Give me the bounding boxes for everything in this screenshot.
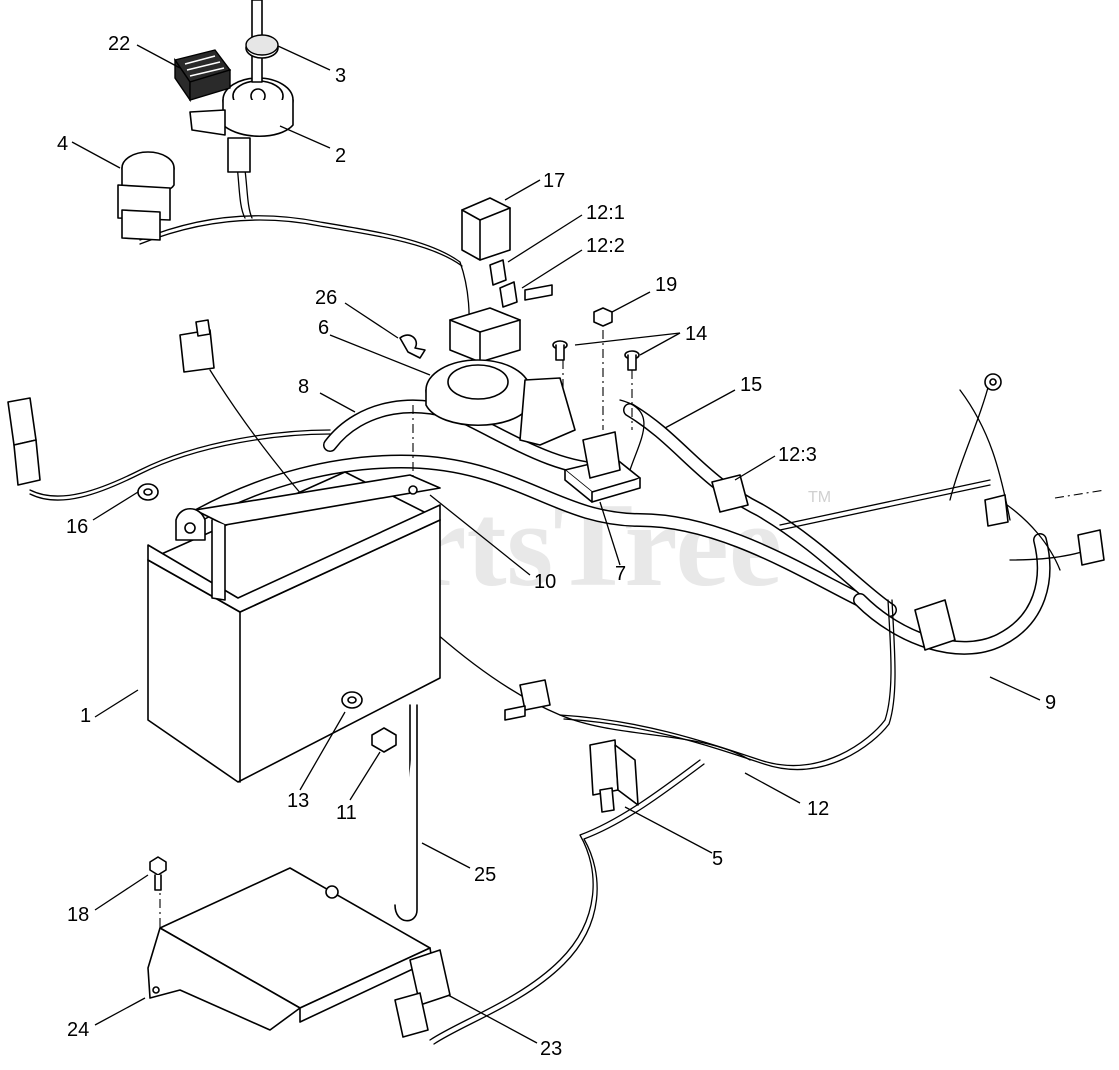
- callout-5: 5: [712, 848, 723, 870]
- fuse-12-1: [489, 259, 507, 286]
- connector-inline-mid: [504, 679, 551, 721]
- leader-lines: [71, 44, 1041, 1044]
- callout-17: 17: [543, 170, 565, 192]
- callout-3: 3: [335, 65, 346, 87]
- hold-down-rod: [394, 704, 418, 922]
- bolt-18: [149, 856, 167, 891]
- grommet-16: [137, 483, 159, 501]
- callout-2: 2: [335, 145, 346, 167]
- relay-17: [461, 197, 511, 261]
- solenoid-block-7: [519, 377, 641, 503]
- callout-6: 6: [318, 317, 329, 339]
- callout-26: 26: [315, 287, 337, 309]
- connector-23: [394, 949, 451, 1038]
- callout-11: 11: [336, 802, 357, 824]
- callout-labels: 22 3 2 4 17 12:1 12:2 19 14 26 6 8 15 12…: [57, 33, 1056, 1060]
- relay-socket-22: [173, 49, 232, 103]
- callout-15: 15: [740, 374, 762, 396]
- screw-14-b: [624, 350, 640, 371]
- nut-19: [593, 307, 613, 327]
- connector-top-harness: [179, 319, 215, 373]
- connector-12-3: [711, 474, 749, 513]
- callout-14: 14: [685, 323, 707, 345]
- callout-9: 9: [1045, 692, 1056, 714]
- callout-24: 24: [67, 1019, 89, 1041]
- battery: [147, 471, 441, 783]
- callout-8: 8: [298, 376, 309, 398]
- ignition-switch: [189, 0, 294, 173]
- callout-12: 12: [807, 798, 829, 820]
- callout-25: 25: [474, 864, 496, 886]
- callout-23: 23: [540, 1038, 562, 1060]
- seat-switch-5: [589, 739, 639, 813]
- callout-13: 13: [287, 790, 309, 812]
- callout-19: 19: [655, 274, 677, 296]
- key-cap: [245, 34, 279, 59]
- callout-1: 1: [80, 705, 91, 727]
- callout-4: 4: [57, 133, 68, 155]
- connector-left-harness: [7, 397, 41, 486]
- screw-14-a: [552, 340, 568, 361]
- callout-12-3: 12:3: [778, 444, 817, 466]
- fuse-12-2: [499, 281, 553, 308]
- wire-harness-thin: [29, 149, 1101, 1045]
- battery-tray: [147, 867, 433, 1031]
- connector-right: [914, 373, 1105, 651]
- callout-12-1: 12:1: [586, 202, 625, 224]
- callout-22: 22: [108, 33, 130, 55]
- callout-10: 10: [534, 571, 556, 593]
- callout-7: 7: [615, 563, 626, 585]
- washer-13: [341, 691, 363, 709]
- callout-16: 16: [66, 516, 88, 538]
- bolt-11: [371, 727, 397, 753]
- fuse-block: [449, 307, 521, 363]
- pto-switch: [117, 151, 175, 241]
- cover-plug-6: [425, 359, 531, 427]
- wing-clip-26: [399, 334, 426, 359]
- callout-12-2: 12:2: [586, 235, 625, 257]
- watermark-tm: TM: [808, 489, 831, 506]
- callout-18: 18: [67, 904, 89, 926]
